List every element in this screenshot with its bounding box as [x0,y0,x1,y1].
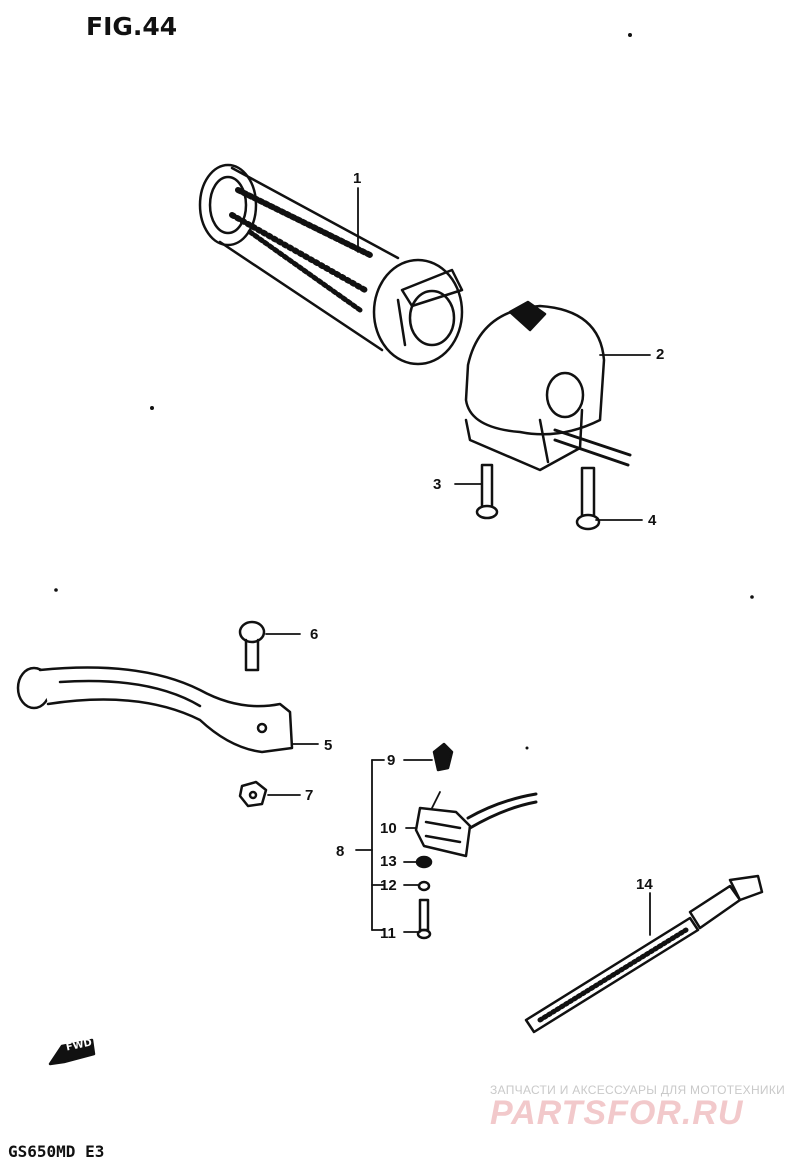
callout-8: 8 [336,843,345,860]
callout-11: 11 [380,925,396,942]
callout-7: 7 [305,787,314,804]
screw-4 [575,466,643,531]
forward-arrow-icon [48,1038,96,1066]
callout-1: 1 [353,170,362,187]
callout-12: 12 [380,877,397,894]
small-screw-head [417,880,431,892]
dust-cap [432,742,454,772]
callout-13: 13 [380,853,397,870]
figure-title: FIG.44 [86,12,178,41]
callout-5: 5 [324,737,333,754]
handlebar-grip [198,163,464,366]
callout-3: 3 [433,476,442,493]
callout-6: 6 [310,626,319,643]
callout-14: 14 [636,876,653,893]
washer [415,855,433,869]
watermark-logo: PARTSFOR.RU [490,1094,744,1132]
scan-specks [54,33,754,750]
callout-4: 4 [648,512,657,529]
clutch-switch [414,792,538,858]
switch-housing [464,300,651,472]
callout-9: 9 [387,752,396,769]
nut [238,780,301,808]
assembly-bracket [355,759,433,933]
callout-2: 2 [656,346,665,363]
small-screw [416,898,432,940]
screw-3 [454,463,499,520]
model-code: GS650MD E3 [8,1142,105,1161]
leader-lines [357,187,441,809]
watermark-tagline: ЗАПЧАСТИ И АКСЕССУАРЫ ДЛЯ МОТОТЕХНИКИ [490,1083,786,1097]
callout-10: 10 [380,820,397,837]
clutch-lever [16,666,319,754]
pivot-bolt [238,620,301,672]
cable-tie [524,874,764,1034]
